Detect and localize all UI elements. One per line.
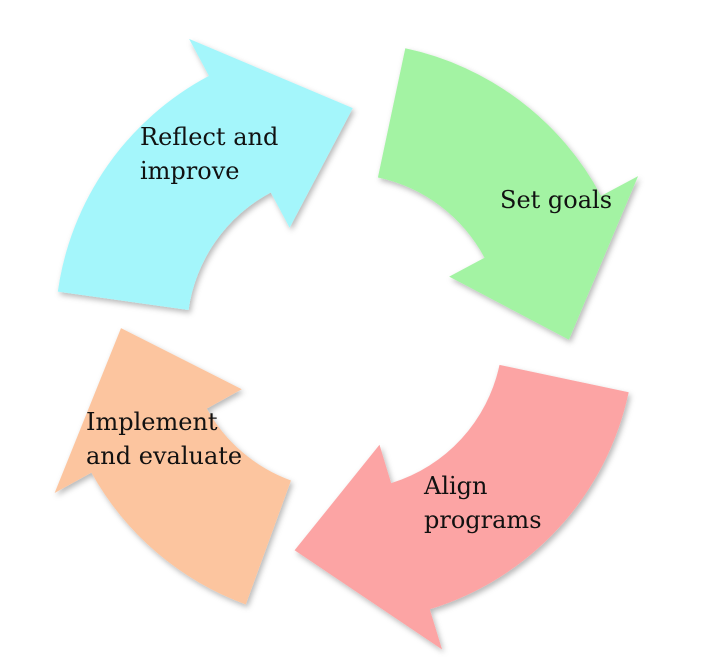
label-line: Reflect and [140, 123, 278, 151]
arrow-reflect-improve [57, 38, 353, 311]
cycle-arrows [54, 38, 639, 650]
label-line: and evaluate [86, 442, 242, 470]
arrow-set-goals [377, 48, 639, 340]
label-implement-evaluate: Implement and evaluate [86, 408, 242, 470]
label-line: Align [423, 472, 488, 500]
label-align-programs: Align programs [423, 472, 542, 534]
label-line: Implement [86, 408, 218, 436]
label-line: Set goals [500, 186, 612, 214]
label-reflect-improve: Reflect and improve [140, 123, 278, 185]
arrow-align-programs [294, 364, 629, 650]
label-set-goals: Set goals [500, 186, 612, 214]
label-line: improve [140, 157, 239, 185]
arrow-implement-evaluate [54, 328, 291, 605]
label-line: programs [424, 506, 542, 534]
